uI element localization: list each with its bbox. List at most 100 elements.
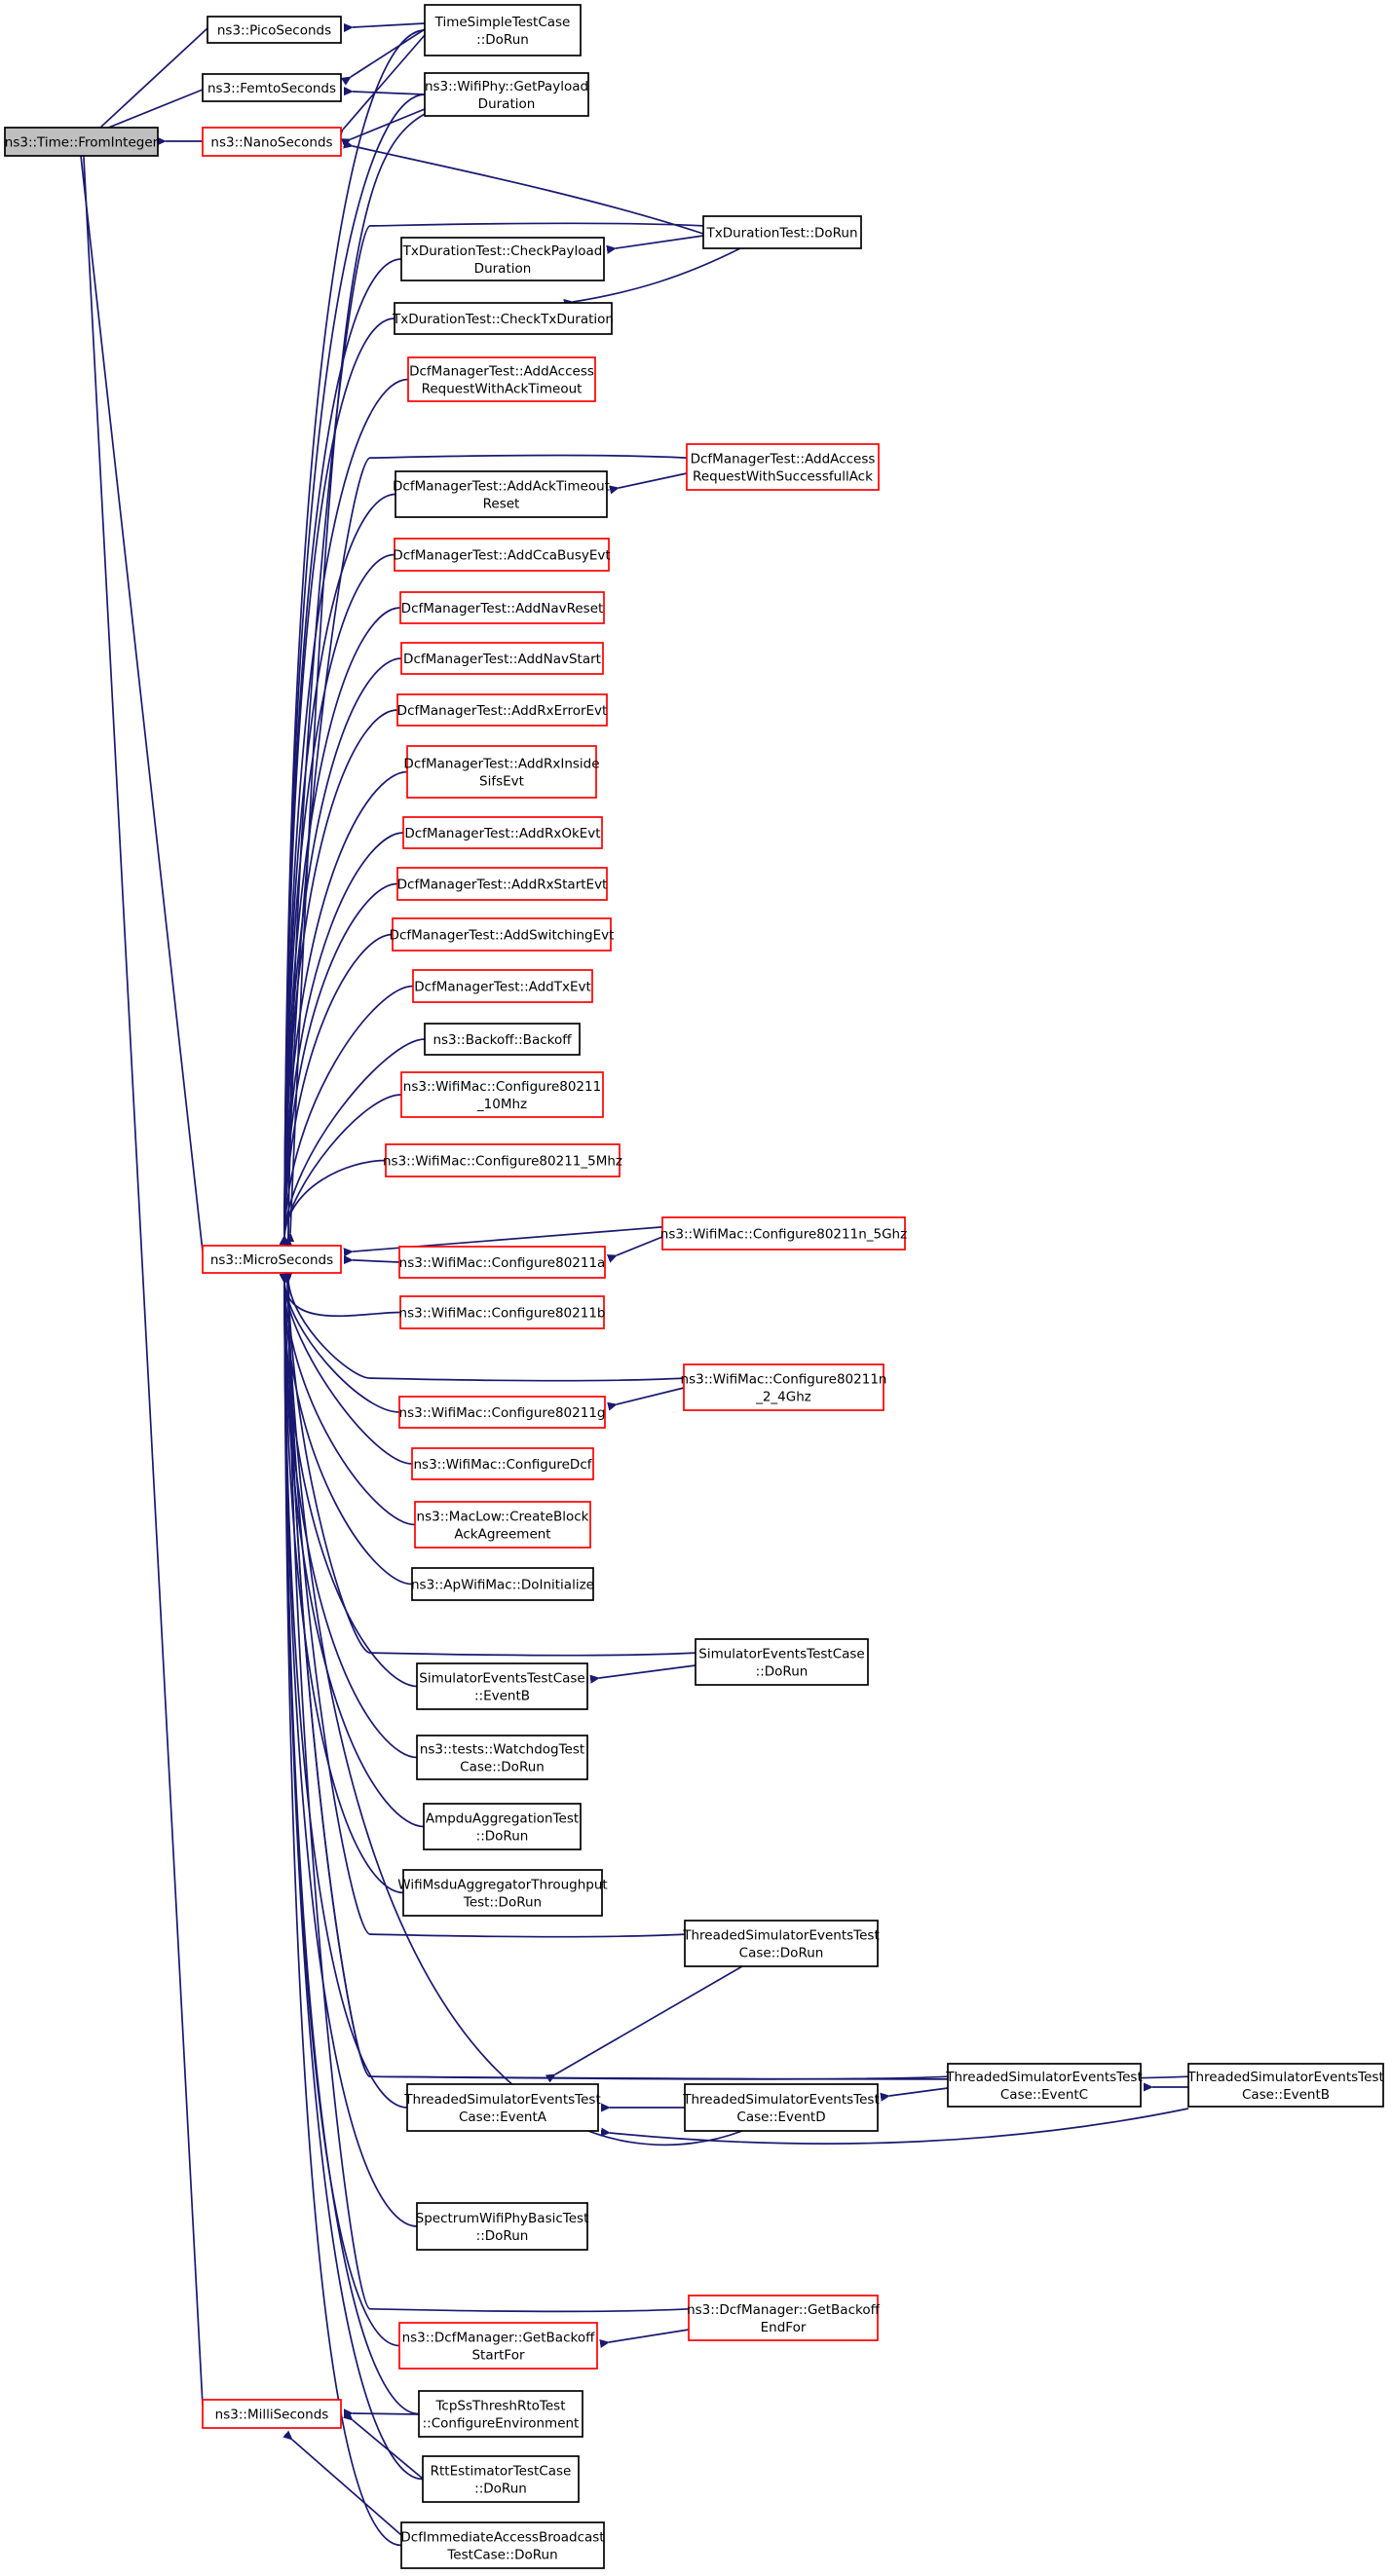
node-dcf_cca[interactable]: DcfManagerTest::AddCcaBusyEvt [393, 538, 611, 572]
node-box [398, 1396, 606, 1429]
node-cfg_dcf[interactable]: ns3::WifiMac::ConfigureDcf [411, 1447, 594, 1480]
node-label: DcfManagerTest::AddAccess [691, 452, 876, 467]
node-box [396, 867, 608, 901]
edge-rtt-to-micro [284, 1283, 424, 2481]
node-label: ThreadedSimulatorEventsTest [682, 2092, 880, 2108]
edge-thr_eventb-to-micro [288, 1281, 1189, 2080]
node-dcf_succack[interactable]: DcfManagerTest::AddAccessRequestWithSucc… [686, 443, 880, 491]
node-nano[interactable]: ns3::NanoSeconds [202, 127, 342, 157]
node-box [686, 443, 880, 491]
node-label: ::DoRun [476, 2228, 529, 2244]
node-label: DcfManagerTest::AddTxEvt [414, 980, 591, 995]
edge-dcfm_endfor-to-micro [288, 1281, 690, 2313]
node-box [1187, 2063, 1384, 2108]
node-label: SpectrumWifiPhyBasicTest [416, 2211, 589, 2226]
node-ampdu[interactable]: AmpduAggregationTest::DoRun [423, 1803, 582, 1850]
node-dcfimm[interactable]: DcfImmediateAccessBroadcastTestCase::DoR… [400, 2521, 605, 2569]
node-box [202, 1245, 342, 1274]
node-label: DcfManagerTest::AddRxErrorEvt [397, 703, 608, 719]
node-apwifi[interactable]: ns3::ApWifiMac::DoInitialize [411, 1567, 594, 1601]
node-box [202, 2399, 342, 2429]
node-dcf_navstart[interactable]: DcfManagerTest::AddNavStart [400, 642, 604, 675]
node-box [398, 1246, 606, 1279]
node-box [402, 816, 603, 849]
edge-dcf_rxinside-to-micro [284, 770, 408, 1237]
call-graph-nodes: ns3::Time::FromInteger ns3::PicoSecondsns… [4, 4, 1384, 2569]
edge-timesimple-to-nano [343, 34, 426, 130]
node-cfg_10mhz[interactable]: ns3::WifiMac::Configure80211_10Mhz [400, 1071, 604, 1118]
node-micro[interactable]: ns3::MicroSeconds [202, 1245, 342, 1274]
node-milli[interactable]: ns3::MilliSeconds [202, 2399, 342, 2429]
node-tcpss[interactable]: TcpSsThreshRtoTest::ConfigureEnvironment [418, 2390, 583, 2438]
node-box [411, 1567, 594, 1601]
node-box [412, 969, 593, 1003]
node-txdorun[interactable]: TxDurationTest::DoRun [702, 215, 862, 249]
node-box [399, 591, 605, 624]
edge-dcfm_startfor-to-micro [284, 1283, 400, 2347]
node-label: DcfManagerTest::AddRxInside [403, 757, 599, 772]
node-sim_eventb[interactable]: SimulatorEventsTestCase::EventB [416, 1662, 588, 1710]
node-dcf_switching[interactable]: DcfManagerTest::AddSwitchingEvt [390, 917, 615, 952]
node-dcf_navreset[interactable]: DcfManagerTest::AddNavReset [399, 591, 605, 624]
node-dcf_rxerr[interactable]: DcfManagerTest::AddRxErrorEvt [396, 693, 608, 727]
node-box [416, 1662, 588, 1710]
edge-dcf_rxstart-to-micro [284, 882, 398, 1237]
node-box [400, 237, 605, 281]
node-txchecktx[interactable]: TxDurationTest::CheckTxDuration [392, 302, 614, 335]
node-label: Reset [483, 497, 520, 512]
node-box [399, 1295, 605, 1329]
node-dcf_ackto[interactable]: DcfManagerTest::AddAccessRequestWithAckT… [407, 356, 596, 402]
node-cfg_b[interactable]: ns3::WifiMac::Configure80211b [399, 1295, 606, 1329]
node-sim_dorun[interactable]: SimulatorEventsTestCase::DoRun [695, 1638, 869, 1686]
edge-thr_eventc-to-thr_eventd [889, 2087, 949, 2096]
edge-cfg_a-to-micro [353, 1260, 400, 1262]
node-spectrum[interactable]: SpectrumWifiPhyBasicTest::DoRun [416, 2202, 589, 2251]
node-pico[interactable]: ns3::PicoSeconds [207, 16, 342, 44]
node-label: ns3::WifiMac::Configure80211n_5Ghz [660, 1227, 907, 1243]
node-cfg_g[interactable]: ns3::WifiMac::Configure80211g [398, 1396, 606, 1429]
node-label: RequestWithSuccessfullAck [693, 469, 873, 485]
node-dcf_tx[interactable]: DcfManagerTest::AddTxEvt [412, 969, 593, 1003]
node-cfg_n24[interactable]: ns3::WifiMac::Configure80211n_2_4Ghz [681, 1363, 887, 1411]
node-root[interactable]: ns3::Time::FromInteger [4, 127, 159, 157]
node-label: ns3::MilliSeconds [215, 2408, 329, 2423]
node-backoff[interactable]: ns3::Backoff::Backoff [424, 1023, 581, 1056]
node-label: ns3::FemtoSeconds [207, 81, 336, 96]
node-femto[interactable]: ns3::FemtoSeconds [202, 73, 342, 102]
node-timesimple[interactable]: TimeSimpleTestCase::DoRun [424, 4, 582, 56]
edge-micro-to-root [81, 156, 204, 1252]
node-dcf_rxok[interactable]: DcfManagerTest::AddRxOkEvt [402, 816, 603, 849]
node-label: DcfManagerTest::AddCcaBusyEvt [393, 548, 610, 564]
edge-thr_dorun-to-thr_eventa [555, 1965, 743, 2074]
edge-rtt-to-milli [353, 2420, 424, 2480]
node-label: TxDurationTest::DoRun [705, 226, 857, 242]
node-label: ::DoRun [756, 1664, 809, 1680]
node-rtt[interactable]: RttEstimatorTestCase::DoRun [422, 2455, 580, 2503]
node-cfg_n5ghz[interactable]: ns3::WifiMac::Configure80211n_5Ghz [660, 1216, 907, 1251]
node-label: SifsEvt [479, 774, 524, 790]
edge-cfg_n24-to-cfg_g [617, 1387, 685, 1404]
node-cfg_a[interactable]: ns3::WifiMac::Configure80211a [398, 1246, 606, 1279]
node-dcf_rxstart[interactable]: DcfManagerTest::AddRxStartEvt [396, 867, 608, 901]
node-label: ns3::WifiMac::Configure80211_5Mhz [383, 1154, 622, 1170]
node-label: TxDurationTest::CheckPayload [402, 243, 603, 259]
node-box [202, 73, 342, 102]
node-cfg_5mhz[interactable]: ns3::WifiMac::Configure80211_5Mhz [383, 1143, 622, 1177]
edge-femto-to-root [101, 89, 204, 131]
node-label: StartFor [471, 2348, 525, 2364]
